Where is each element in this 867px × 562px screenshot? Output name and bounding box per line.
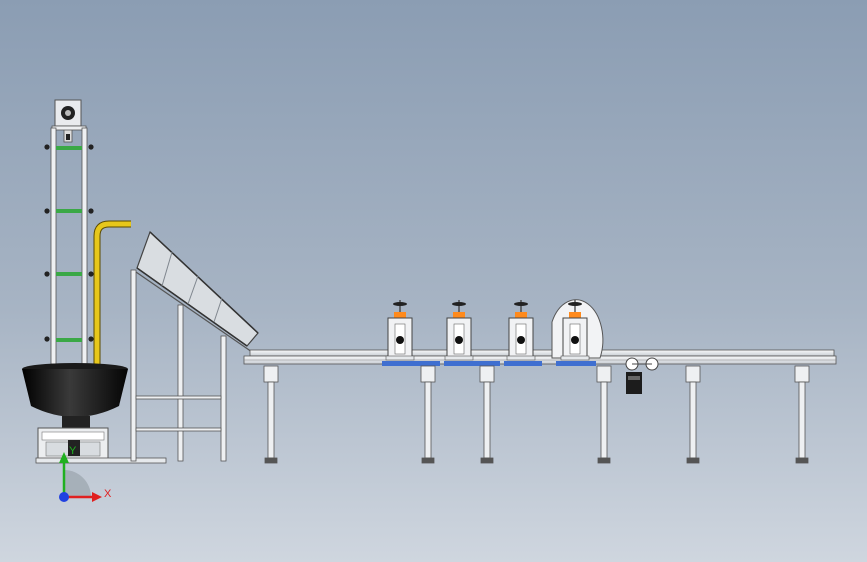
conveyor-belt-sections: [382, 361, 596, 366]
station-1: [385, 300, 415, 361]
conveyor-leg: [420, 365, 436, 464]
station-knob-icon: [453, 312, 465, 318]
station-4: [560, 300, 590, 361]
station-knob-icon: [394, 312, 406, 318]
y-axis-label: Y: [69, 445, 77, 457]
elevator-right-post: [81, 127, 88, 365]
conveyor-leg: [479, 365, 495, 464]
conveyor-leg: [263, 365, 279, 464]
chute-leg-2: [177, 304, 184, 462]
chute-trough: [136, 230, 259, 347]
station-2: [444, 300, 474, 361]
motor-body-icon: [626, 372, 642, 394]
processing-stations: [385, 299, 604, 361]
station-knob-icon: [515, 312, 527, 318]
bowl-body: [22, 369, 128, 417]
coordinate-triad[interactable]: Y X: [59, 445, 112, 502]
roller-conveyor: [243, 349, 837, 464]
station-knob-icon: [569, 312, 581, 318]
chute-leg-3: [220, 335, 227, 462]
return-pipe: [94, 221, 131, 365]
conveyor-leg: [794, 365, 810, 464]
vibratory-bowl: [22, 363, 167, 464]
drive-motor: [625, 357, 659, 394]
elevator-rungs: [56, 146, 82, 342]
elevator-left-post: [50, 127, 57, 365]
station-3: [506, 300, 536, 361]
conveyor-leg: [596, 365, 612, 464]
return-pipe-outline: [93, 220, 131, 365]
conveyor-top-rail: [249, 349, 835, 357]
z-axis-icon: [59, 492, 69, 502]
conveyor-leg: [685, 365, 701, 464]
inclined-feed-chute: [130, 230, 259, 462]
x-axis-label: X: [104, 488, 112, 500]
chute-leg-1: [130, 269, 137, 462]
bucket-elevator: [44, 99, 94, 365]
